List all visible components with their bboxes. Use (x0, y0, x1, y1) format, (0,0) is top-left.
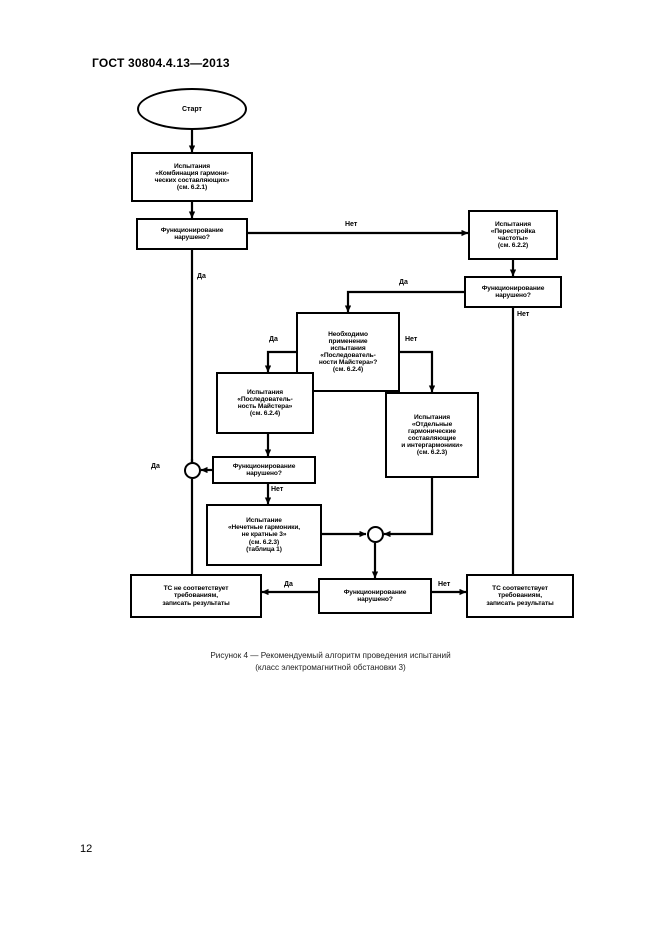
edge-label-meister-no: Нет (404, 336, 419, 343)
edge-label-d3-yes: Да (150, 463, 161, 470)
edge-label-d4-no: Нет (437, 581, 452, 588)
node-decision-1: Функционирование нарушено? (136, 218, 248, 250)
flowchart-connectors (188, 130, 517, 596)
edge-label-d3-no: Нет (270, 486, 285, 493)
node-decision-4: Функционирование нарушено? (318, 578, 432, 614)
node-test-individual-harmonics: Испытания «Отдельные гармонические соста… (385, 392, 479, 478)
edge-label-d2-yes: Да (398, 279, 409, 286)
node-decision-2: Функционирование нарушено? (464, 276, 562, 308)
edge-label-d1-yes: Да (196, 273, 207, 280)
edge-label-d1-no: Нет (344, 221, 359, 228)
flowchart-figure: Старт Испытания «Комбинация гармони- чес… (0, 70, 661, 670)
node-result-fail: ТС не соответствует требованиям, записат… (130, 574, 262, 618)
node-start-label: Старт (182, 105, 202, 113)
connector-node-right (367, 526, 384, 543)
node-test-odd-harmonics: Испытание «Нечетные гармоники, не кратны… (206, 504, 322, 566)
node-test-meister: Испытания «Последователь- ность Майстера… (216, 372, 314, 434)
connector-node-left (184, 462, 201, 479)
node-test-frequency-sweep: Испытания «Перестройка частоты» (см. 6.2… (468, 210, 558, 260)
edge-label-meister-yes: Да (268, 336, 279, 343)
node-result-pass: ТС соответствует требованиям, записать р… (466, 574, 574, 618)
figure-caption-line-2: (класс электромагнитной обстановки 3) (255, 663, 406, 673)
page-number: 12 (80, 843, 93, 855)
edge-label-d4-yes: Да (283, 581, 294, 588)
figure-caption: Рисунок 4 — Рекомендуемый алгоритм прове… (0, 650, 661, 675)
node-decision-meister-needed: Необходимо применение испытания «Последо… (296, 312, 400, 392)
figure-caption-line-1: Рисунок 4 — Рекомендуемый алгоритм прове… (210, 651, 451, 660)
node-start: Старт (137, 88, 247, 130)
node-test-combination: Испытания «Комбинация гармони- ческих со… (131, 152, 253, 202)
standard-header: ГОСТ 30804.4.13—2013 (92, 56, 230, 70)
edge-label-d2-no: Нет (516, 311, 531, 318)
node-decision-3: Функционирование нарушено? (212, 456, 316, 484)
